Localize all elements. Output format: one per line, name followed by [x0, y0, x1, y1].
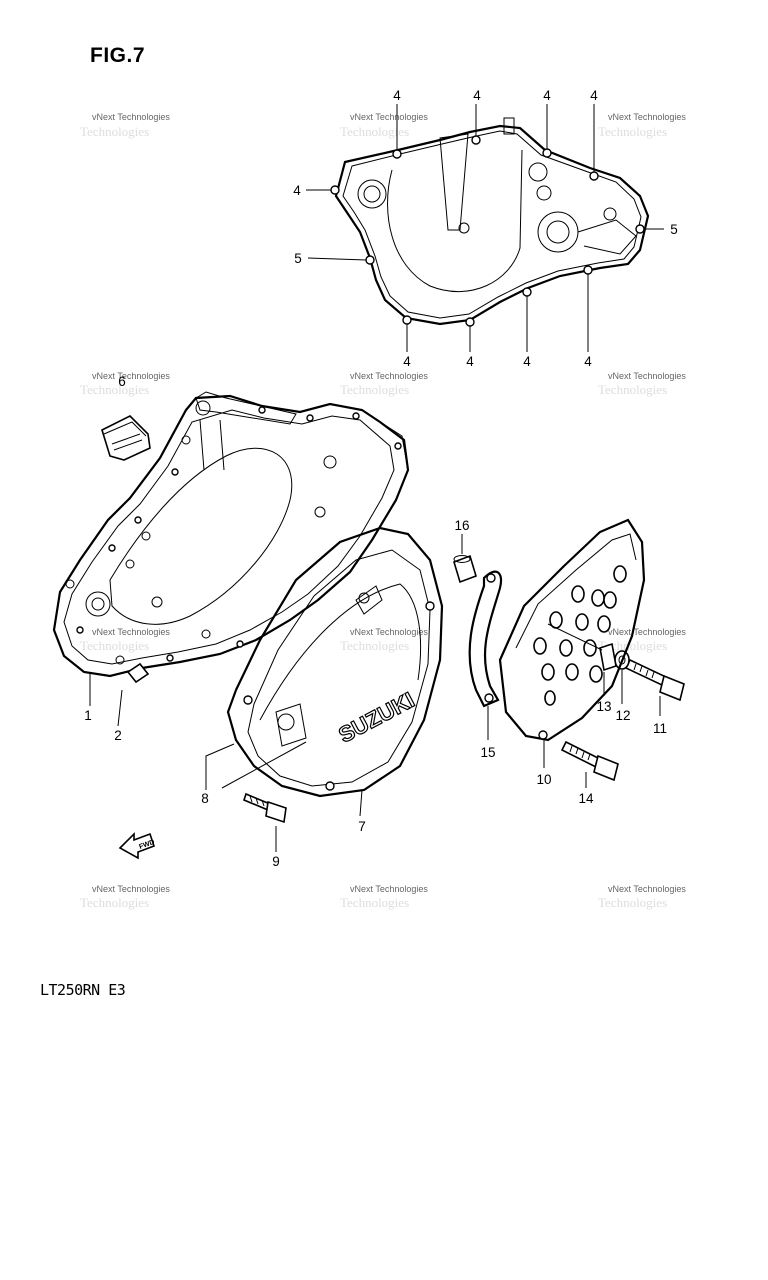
- callout-13: 13: [596, 699, 611, 714]
- callout-11: 11: [653, 721, 667, 736]
- svg-text:vNext Technologies: vNext Technologies: [92, 112, 170, 122]
- svg-text:vNext Technologies: vNext Technologies: [350, 112, 428, 122]
- callout-12: 12: [615, 708, 630, 723]
- svg-text:Technologies: Technologies: [340, 895, 409, 910]
- svg-text:Technologies: Technologies: [598, 382, 667, 397]
- cover-fasteners: [76, 406, 402, 662]
- callout-4: 4: [523, 354, 531, 369]
- suzuki-logo: SUZUKI: [334, 687, 418, 748]
- callout-4: 4: [403, 354, 411, 369]
- callout-5: 5: [294, 251, 302, 266]
- spacer-16: [453, 554, 477, 584]
- callout-4: 4: [293, 183, 301, 198]
- callout-1: 1: [84, 708, 92, 723]
- svg-text:vNext Technologies: vNext Technologies: [608, 884, 686, 894]
- forward-arrow-icon: FWD: [118, 832, 156, 860]
- svg-text:vNext Technologies: vNext Technologies: [608, 371, 686, 381]
- svg-text:vNext Technologies: vNext Technologies: [92, 627, 170, 637]
- callout-15: 15: [480, 745, 495, 760]
- collar-13: [599, 642, 617, 672]
- callout-6: 6: [118, 374, 126, 389]
- watermark: Technologies vNext Technologies: [340, 112, 428, 139]
- svg-text:Technologies: Technologies: [80, 895, 149, 910]
- cover-vent-holes: [533, 565, 627, 706]
- callout-labels: 4 4 4 4 4 5 5 4 4 4 4 6 16 1 2 8 7 9 15 …: [84, 88, 678, 869]
- bolt-11: [624, 658, 685, 702]
- callout-5: 5: [670, 222, 678, 237]
- svg-text:Technologies: Technologies: [598, 895, 667, 910]
- callout-4: 4: [590, 88, 598, 103]
- watermark: Technologies vNext Technologies: [598, 112, 686, 139]
- svg-text:Technologies: Technologies: [80, 638, 149, 653]
- callout-4: 4: [543, 88, 551, 103]
- svg-text:vNext Technologies: vNext Technologies: [350, 884, 428, 894]
- figure-title: FIG.7: [90, 44, 146, 67]
- cover-gasket-view: [330, 117, 650, 327]
- callout-10: 10: [536, 772, 551, 787]
- model-code-label: LT250RN E3: [40, 981, 126, 999]
- svg-text:Technologies: Technologies: [598, 638, 667, 653]
- svg-text:vNext Technologies: vNext Technologies: [350, 627, 428, 637]
- callout-9: 9: [272, 854, 280, 869]
- svg-text:Technologies: Technologies: [80, 124, 149, 139]
- callout-2: 2: [114, 728, 122, 743]
- svg-text:Technologies: Technologies: [598, 124, 667, 139]
- svg-text:Technologies: Technologies: [340, 124, 409, 139]
- svg-text:vNext Technologies: vNext Technologies: [350, 371, 428, 381]
- callout-7: 7: [358, 819, 366, 834]
- bolt-9: [243, 792, 287, 824]
- watermark: Technologies vNext Technologies: [80, 112, 170, 139]
- callout-4: 4: [584, 354, 592, 369]
- cover-bolt-holes: [330, 135, 645, 327]
- sprocket-cover-10: [498, 518, 646, 742]
- oil-filler-cap: [101, 415, 151, 461]
- callout-4: 4: [473, 88, 481, 103]
- bolt-14: [560, 740, 619, 782]
- callout-8: 8: [201, 791, 209, 806]
- svg-text:vNext Technologies: vNext Technologies: [608, 112, 686, 122]
- small-parts: [126, 554, 685, 824]
- callout-4: 4: [393, 88, 401, 103]
- svg-text:vNext Technologies: vNext Technologies: [92, 371, 170, 381]
- svg-text:vNext Technologies: vNext Technologies: [608, 627, 686, 637]
- svg-text:Technologies: Technologies: [80, 382, 149, 397]
- svg-text:vNext Technologies: vNext Technologies: [92, 884, 170, 894]
- callout-16: 16: [454, 518, 469, 533]
- leader-lines: [89, 104, 664, 852]
- bracket-15: [468, 570, 503, 708]
- callout-14: 14: [578, 791, 594, 806]
- svg-text:Technologies: Technologies: [340, 638, 409, 653]
- callout-4: 4: [466, 354, 474, 369]
- svg-text:Technologies: Technologies: [340, 382, 409, 397]
